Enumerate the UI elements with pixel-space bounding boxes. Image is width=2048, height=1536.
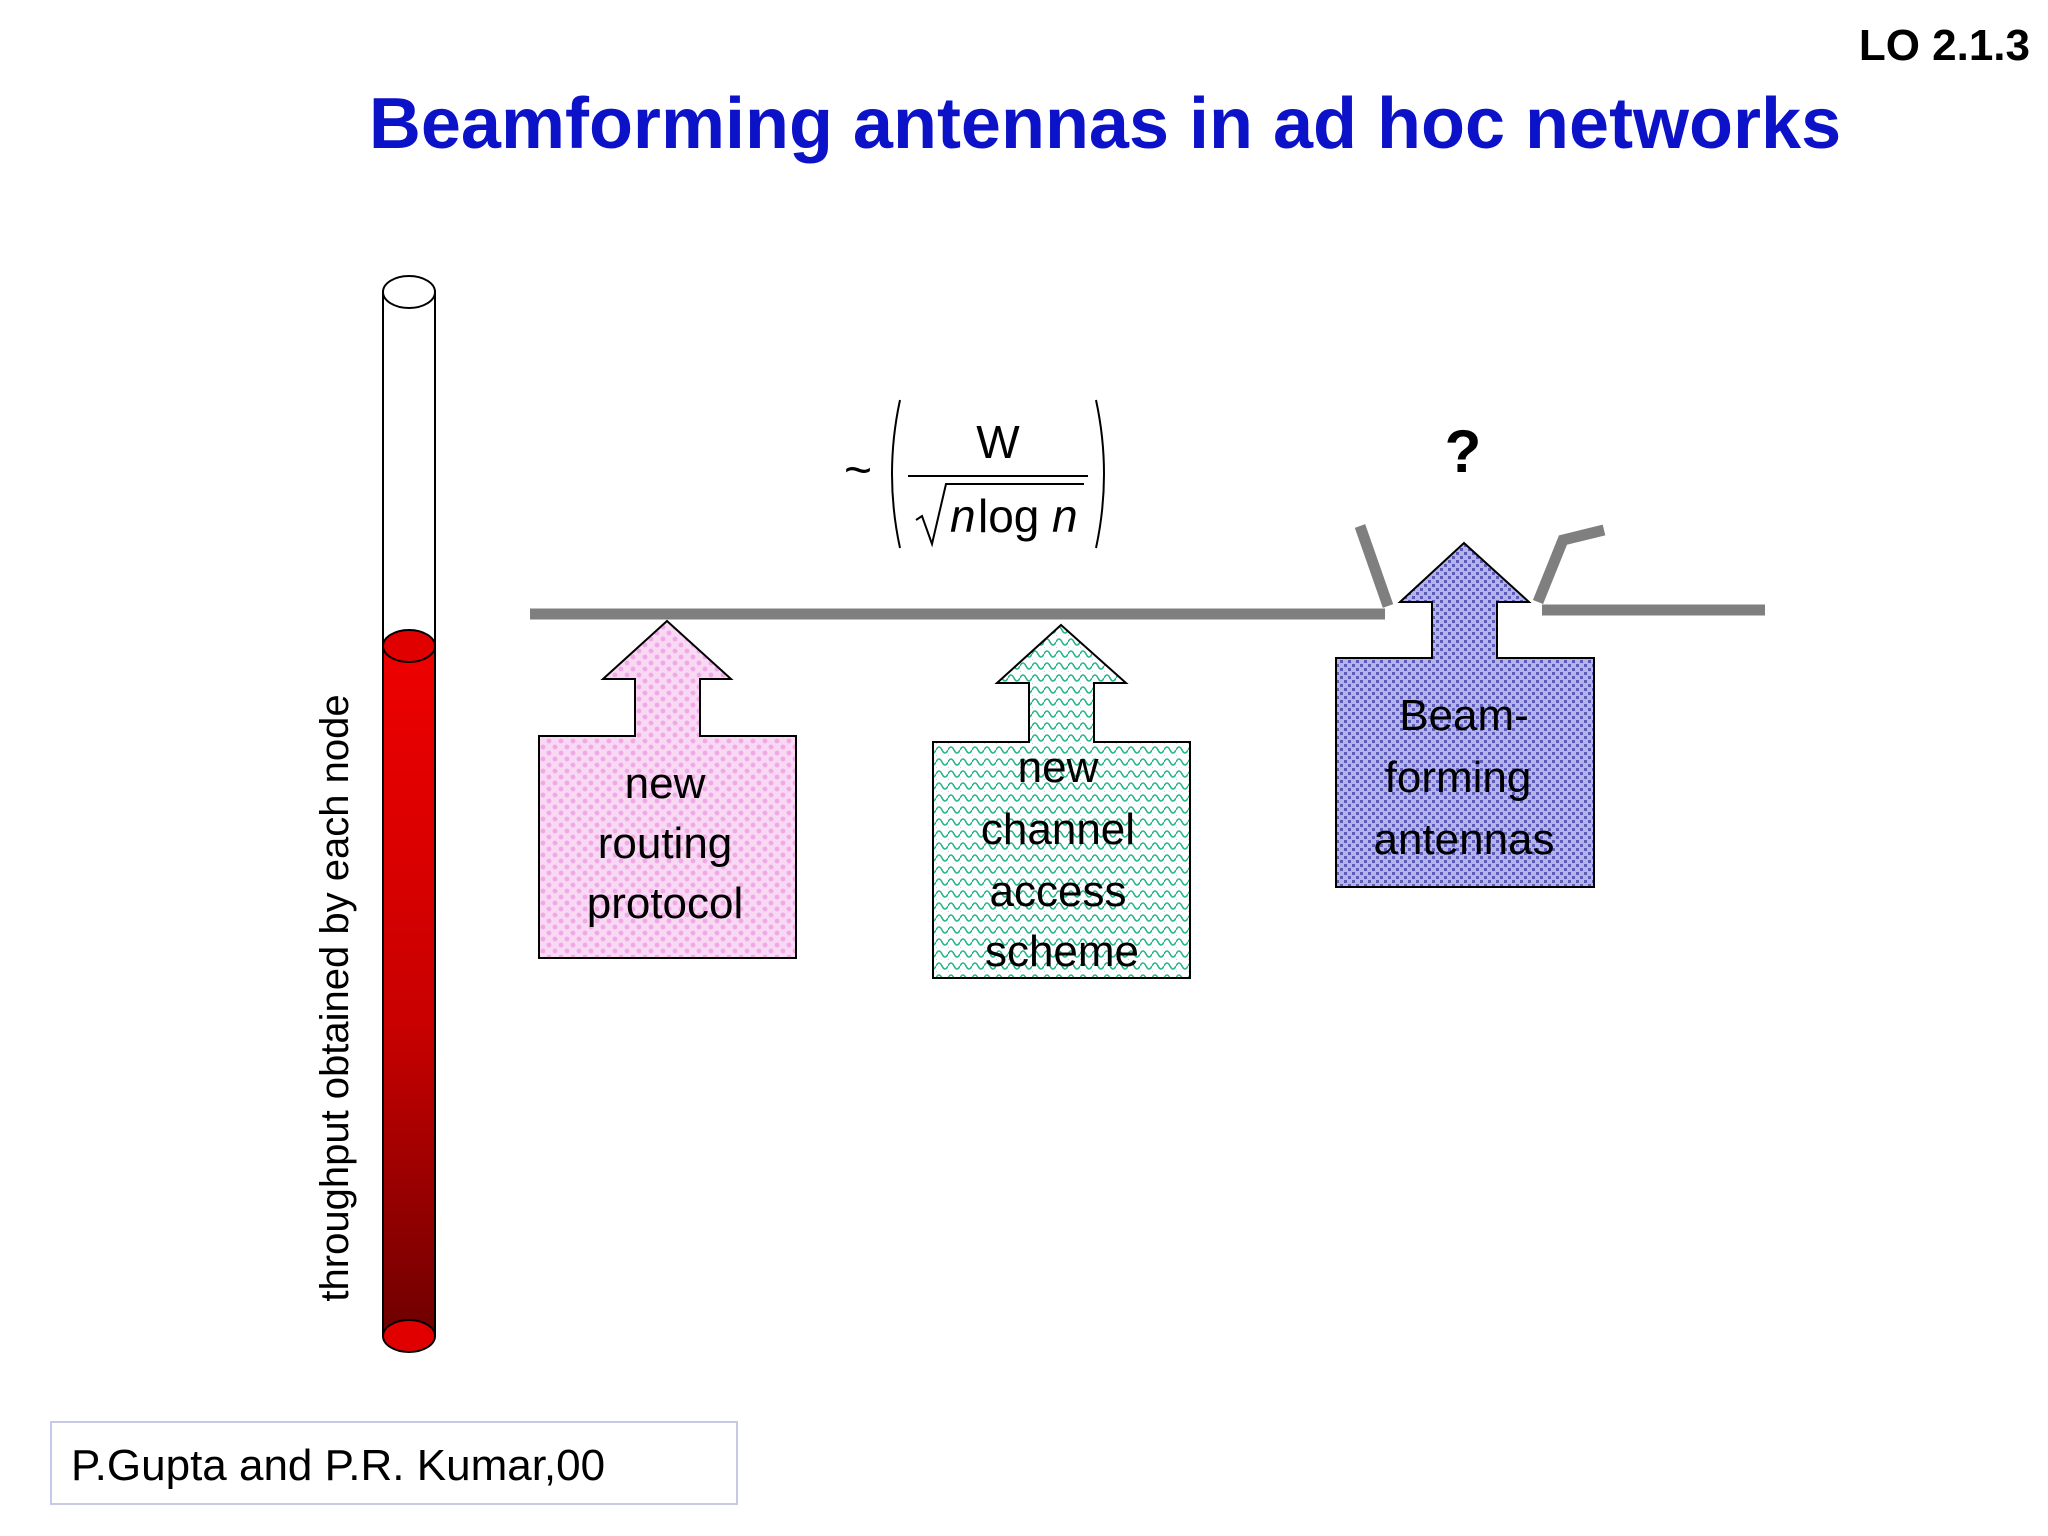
- thermometer-top-cap: [382, 275, 436, 309]
- thermometer-mercury: [384, 646, 434, 1336]
- citation-box: [50, 1421, 738, 1505]
- routing-label-line1: new: [625, 759, 706, 808]
- formula-denominator-n1: n: [950, 490, 976, 542]
- beam-arrow-label: Beam- forming antennas: [1373, 691, 1554, 864]
- formula-sqrt-sign: [915, 483, 1084, 548]
- formula-denominator-n2: n: [1052, 490, 1078, 542]
- slide-title: Beamforming antennas in ad hoc networks: [369, 84, 1841, 164]
- thermometer-label: throughput obtained by each node: [313, 694, 357, 1301]
- citation-text: P.Gupta and P.R. Kumar,00: [71, 1441, 605, 1490]
- channel-label-line2: channel: [981, 805, 1135, 854]
- beam-arrow: [1335, 541, 1595, 888]
- throughput-ceiling: [530, 524, 1765, 620]
- formula-tilde: ~: [844, 444, 872, 497]
- channel-label-line3: access: [990, 867, 1127, 916]
- beam-label-line3: antennas: [1373, 815, 1554, 864]
- formula-numerator: W: [976, 416, 1020, 468]
- routing-arrow-body: [538, 619, 797, 959]
- formula-right-paren: [1095, 399, 1105, 549]
- thermometer: [382, 275, 436, 1353]
- channel-label-line4: scheme: [985, 927, 1139, 976]
- thermometer-mercury-top: [382, 629, 436, 663]
- routing-arrow-label: new routing protocol: [587, 759, 744, 928]
- routing-label-line2: routing: [598, 819, 733, 868]
- channel-arrow: [932, 623, 1191, 979]
- formula-denominator-log: log: [978, 490, 1039, 542]
- question-mark: ?: [1445, 418, 1482, 485]
- beam-label-line1: Beam-: [1399, 691, 1529, 740]
- routing-label-line3: protocol: [587, 879, 744, 928]
- beam-label-line2: forming: [1385, 753, 1532, 802]
- ceiling-flap-right: [1532, 524, 1606, 605]
- thermometer-bulb: [382, 1319, 436, 1353]
- ceiling-flap-left: [1354, 524, 1394, 608]
- formula-left-paren: [891, 399, 901, 549]
- channel-label-line1: new: [1018, 743, 1099, 792]
- slide-code: LO 2.1.3: [1859, 21, 2030, 70]
- formula: ~ W n log n: [844, 399, 1105, 549]
- channel-arrow-label: new channel access scheme: [981, 743, 1139, 976]
